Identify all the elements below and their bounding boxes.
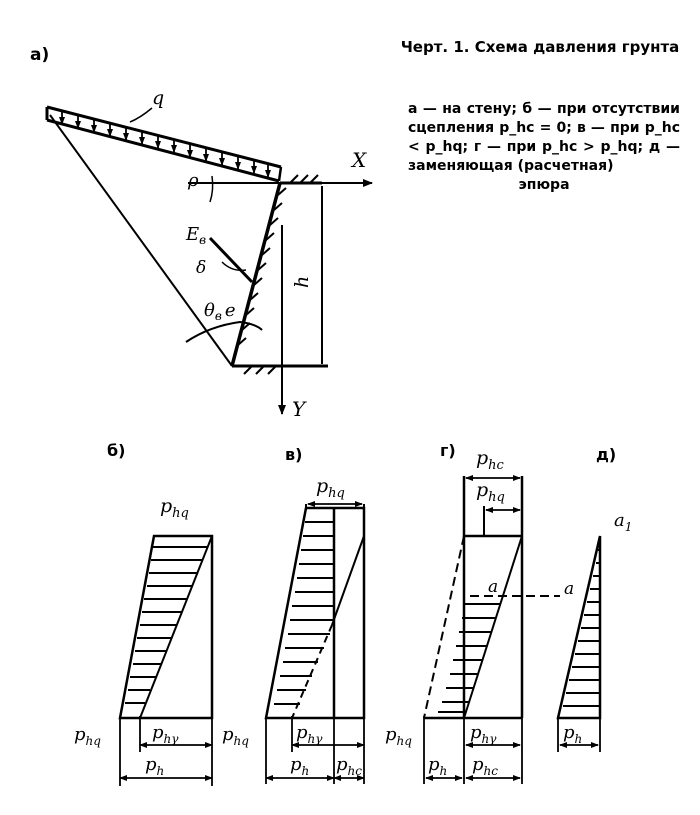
b-epure (118, 534, 214, 786)
e-label: Eв (185, 224, 206, 247)
v-epure (264, 501, 366, 784)
g-a-label: a (488, 577, 498, 597)
g-left-label: phq (385, 724, 412, 748)
v-top-label: phq (316, 475, 345, 501)
v-bottom-left-label: ph (290, 754, 309, 778)
figure-legend: а — на стену; б — при отсутствии сцеплен… (408, 100, 680, 195)
b-left-label: phq (74, 724, 101, 748)
v-mid-label: phγ (296, 722, 323, 746)
v-bottom-right-label: phc (336, 754, 362, 778)
rho-label: ρ (187, 170, 199, 191)
d-epure (556, 535, 602, 752)
g-bottom-left-label: ph (428, 754, 447, 778)
d-a1-label: a1 (614, 510, 632, 534)
d-a-label: a (564, 579, 574, 599)
theta-arc (185, 320, 263, 343)
panel-v: в) phq (222, 445, 366, 784)
x-axis-label: X (350, 148, 367, 172)
g-top1-label: phc (476, 447, 505, 473)
b-bottom-label: ph (145, 754, 164, 778)
delta-label: δ (196, 258, 206, 278)
delta-arc (221, 261, 247, 272)
sliding-plane (49, 114, 233, 367)
load-strip-q (45, 105, 283, 183)
panel-g: г) phc phq (385, 441, 560, 784)
g-bottom-right-label: phc (472, 754, 498, 778)
g-epure (423, 475, 560, 784)
b-mid-label: phγ (152, 722, 179, 746)
figure-caption-title: Черт. 1. Схема давления грунта (400, 38, 680, 56)
figure-legend-text: а — на стену; б — при отсутствии сцеплен… (408, 101, 680, 174)
panel-b: б) phq (74, 441, 214, 786)
panel-d: д) a1 (556, 445, 632, 752)
q-label: q (152, 87, 164, 109)
h-label: h (291, 276, 313, 288)
b-top-label: phq (160, 495, 189, 521)
panel-d-tag: д) (596, 445, 616, 464)
panel-b-tag: б) (107, 441, 125, 460)
panel-a: а) (30, 45, 373, 421)
g-top2-label: phq (476, 479, 505, 505)
panel-a-tag: а) (30, 45, 49, 65)
panel-v-tag: в) (285, 445, 302, 464)
g-mid-label: phγ (470, 722, 497, 746)
panel-g-tag: г) (440, 441, 456, 460)
y-axis-label: Y (292, 397, 307, 421)
e-force-arrow (208, 236, 254, 284)
v-left-label: phq (222, 724, 249, 748)
rho-arc (209, 175, 214, 203)
d-bottom-label: ph (563, 722, 582, 746)
retaining-wall (230, 174, 328, 375)
load-arrows (59, 111, 271, 178)
figure-legend-tail: эпюра (518, 177, 570, 193)
